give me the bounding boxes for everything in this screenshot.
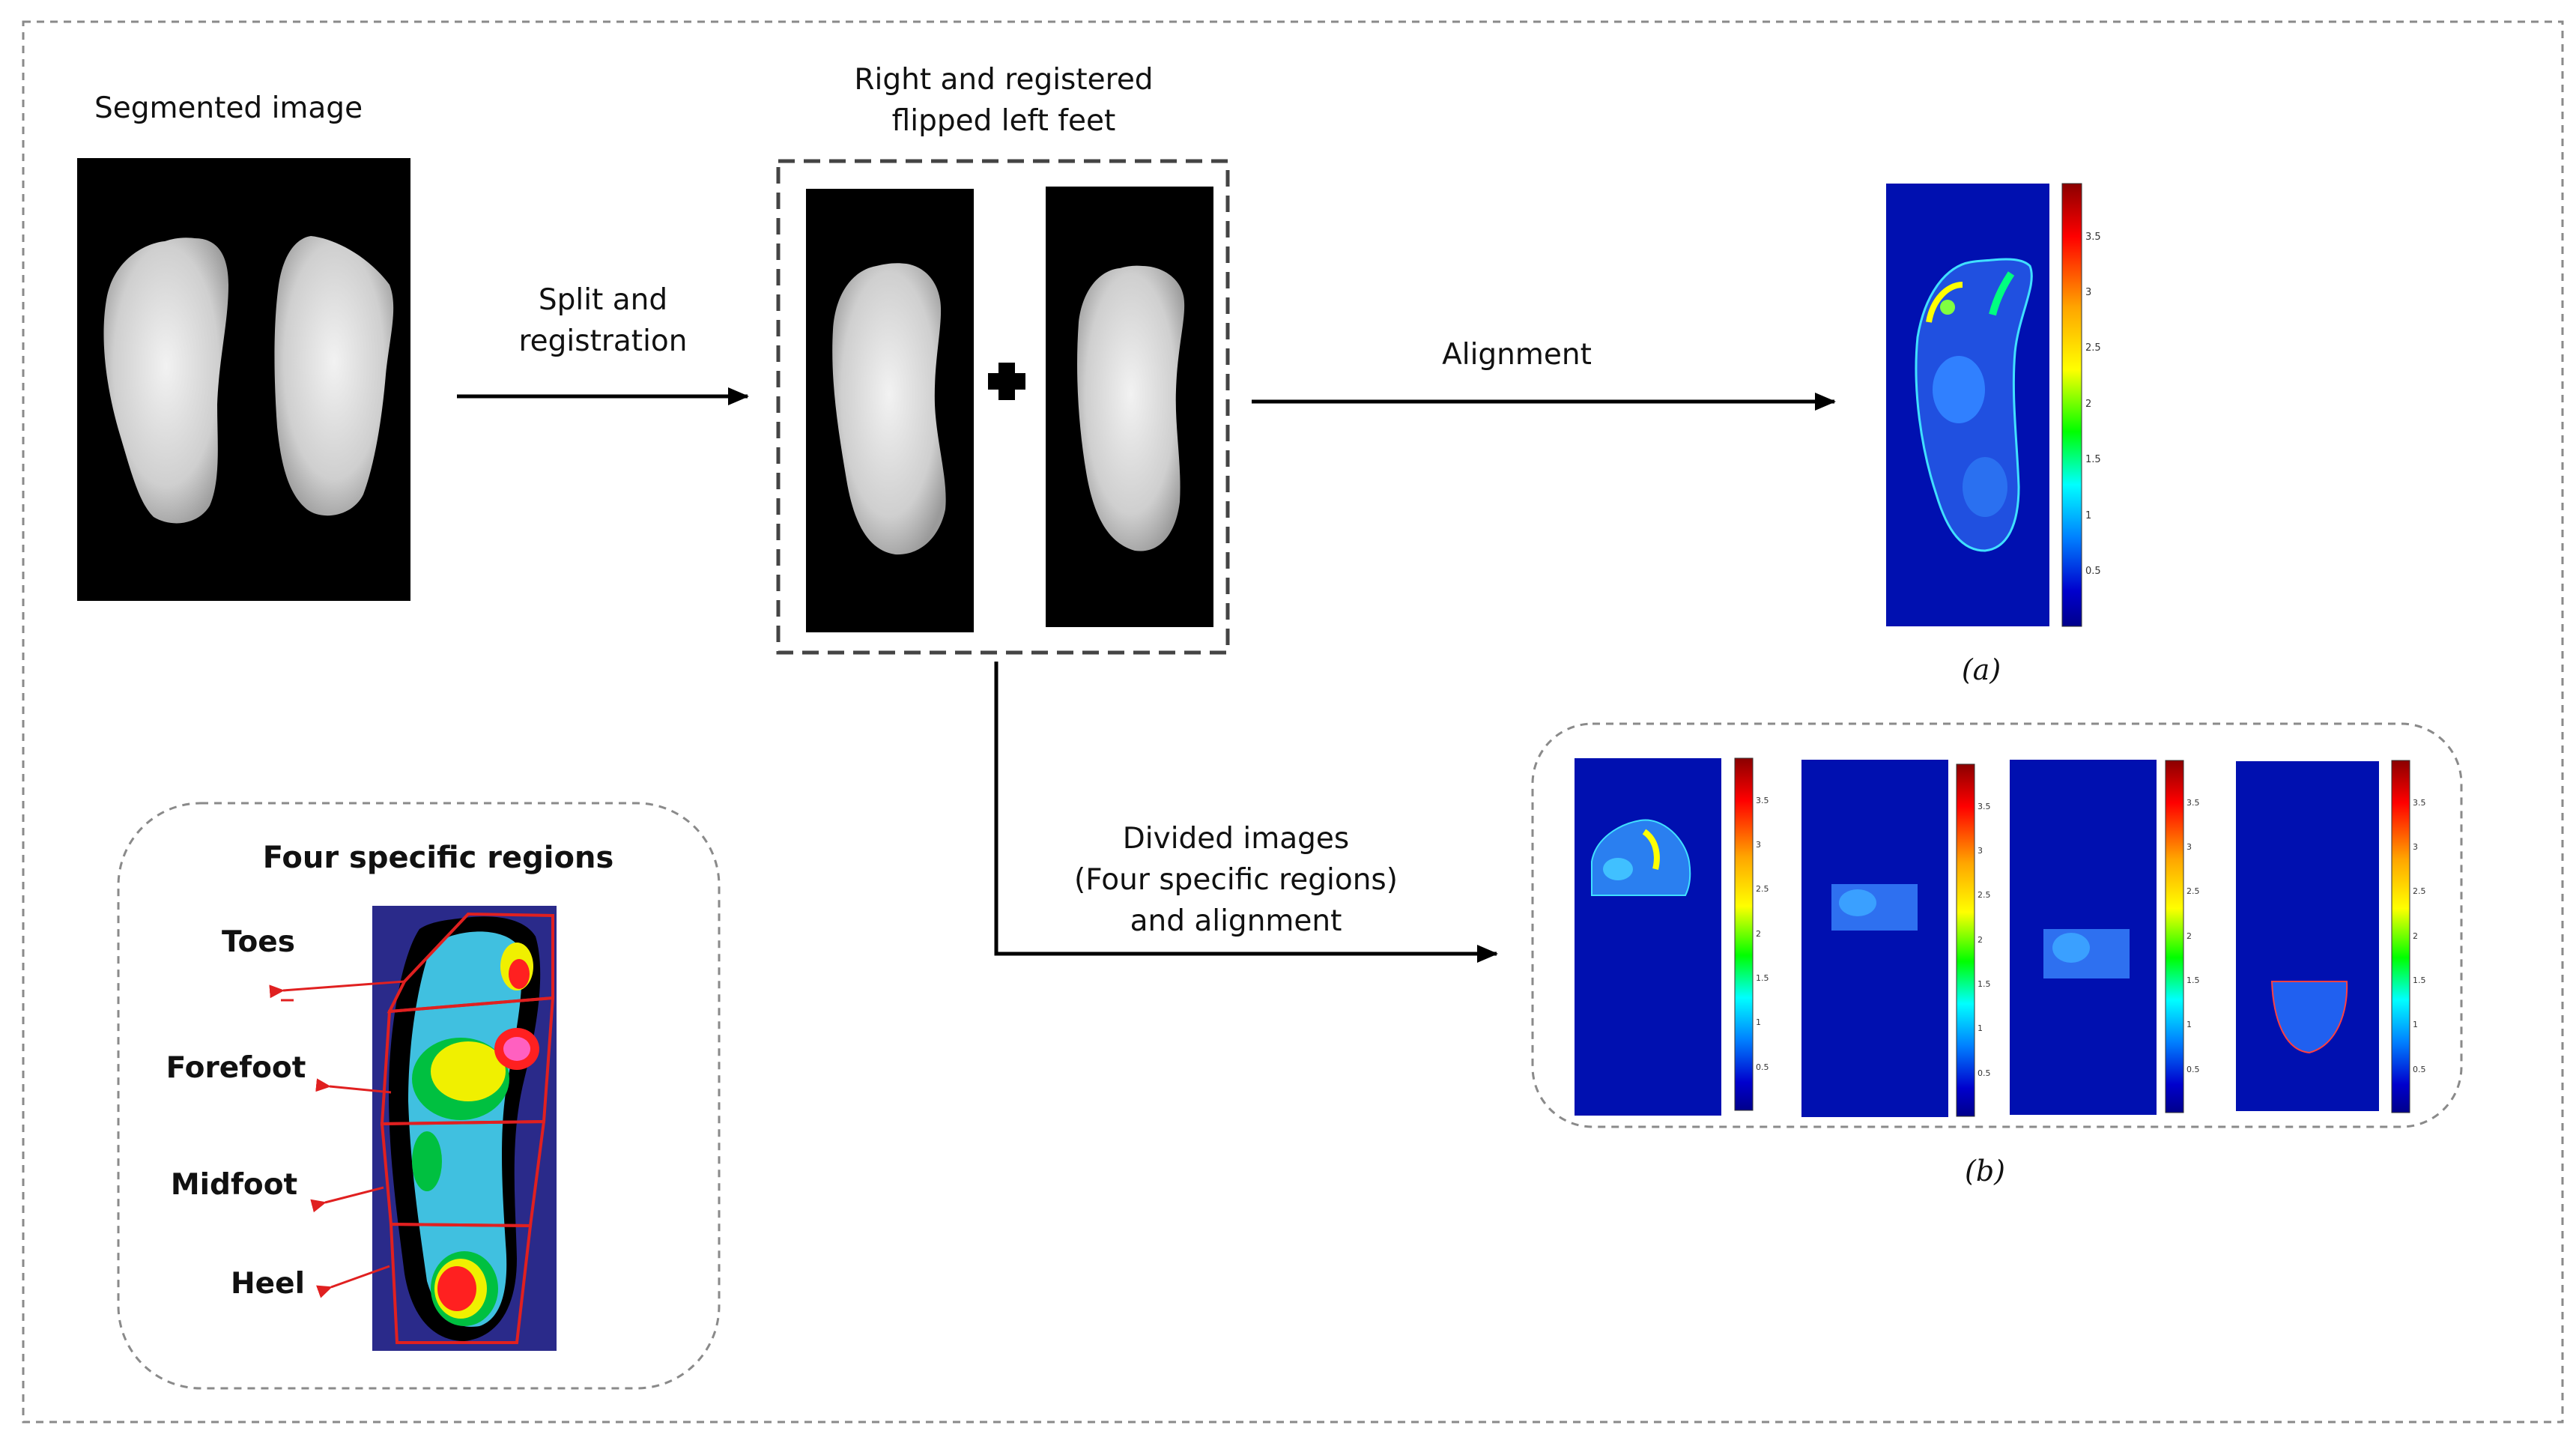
divided-heatmap-forefoot: [1801, 760, 1948, 1117]
tick: 1: [2413, 1020, 2418, 1029]
heel-label: Heel: [231, 1267, 305, 1301]
tick: 1: [1756, 1017, 1761, 1027]
tick: 3: [2186, 842, 2192, 852]
divided-arrow: [994, 662, 1498, 963]
colorbar-b3: [2165, 760, 2184, 1113]
tick: 1: [2186, 1020, 2192, 1029]
tick: 3.5: [2186, 798, 2200, 808]
segmented-right-foot: [274, 236, 394, 516]
split-label-line2: registration: [518, 324, 688, 358]
registered-left-foot: [1077, 265, 1185, 551]
tick: 3.5: [1756, 796, 1769, 805]
tick: 3: [2413, 842, 2418, 852]
tick: 1: [1978, 1023, 1983, 1033]
tick: 2: [1756, 929, 1761, 939]
segmented-left-foot: [103, 238, 228, 524]
panel-a-label: (a): [1961, 653, 2001, 686]
segmented-image-label: Segmented image: [94, 91, 363, 125]
tick-0-5: 0.5: [2085, 566, 2101, 577]
tick-3: 3: [2085, 287, 2092, 298]
divided-heatmap-toes: [1575, 758, 1721, 1116]
tick-2-5: 2.5: [2085, 342, 2101, 354]
colorbar-b2: [1956, 763, 1975, 1117]
tick-1-5: 1.5: [2085, 454, 2101, 465]
tick: 1.5: [2413, 975, 2426, 985]
region-outlines: [380, 912, 555, 1344]
registered-label-line2: flipped left feet: [891, 104, 1116, 138]
midfoot-arrow: [310, 1186, 384, 1213]
tick: 0.5: [1756, 1062, 1769, 1072]
colorbar-a-ticks: 3.5 3 2.5 2 1.5 1 0.5: [2085, 184, 2115, 626]
divided-heatmap-heel: [2236, 761, 2379, 1111]
tick-2: 2: [2085, 399, 2092, 410]
midfoot-label: Midfoot: [170, 1168, 298, 1202]
heel-arrow: [316, 1265, 390, 1298]
tick: 2: [1978, 935, 1983, 945]
heatmap-a-foot: [1915, 258, 2033, 552]
tick: 3: [1756, 840, 1761, 850]
tick: 0.5: [2413, 1065, 2426, 1074]
tick: 2.5: [2186, 886, 2200, 896]
forefoot-label: Forefoot: [166, 1051, 306, 1085]
tick: 2: [2413, 931, 2418, 941]
forefoot-arrow: [315, 1078, 392, 1094]
divided-label-line1: Divided images: [1122, 822, 1350, 856]
toes-label: Toes: [222, 925, 295, 959]
tick: 2.5: [1756, 884, 1769, 894]
panel-b-label: (b): [1965, 1155, 2005, 1188]
tick: 2: [2186, 931, 2192, 941]
tick-3-5: 3.5: [2085, 232, 2101, 243]
outer-frame: [22, 20, 2564, 1424]
tick: 2.5: [1978, 890, 1991, 900]
registered-label-line1: Right and registered: [854, 63, 1154, 97]
colorbar-b4: [2391, 760, 2410, 1113]
tick: 1.5: [1756, 973, 1769, 983]
plantar-foot-map: [389, 916, 541, 1341]
divided-label-line3: and alignment: [1130, 904, 1342, 938]
regions-title: Four specific regions: [262, 841, 614, 875]
tick: 1.5: [1978, 979, 1991, 989]
toes-arrow: [269, 980, 405, 999]
colorbar-a: [2061, 183, 2082, 627]
tick: 3.5: [2413, 798, 2426, 808]
registered-right-foot: [832, 263, 946, 555]
tick-1: 1: [2085, 510, 2092, 521]
registered-feet-box: [776, 159, 1230, 655]
tick: 2.5: [2413, 886, 2426, 896]
tick: 3.5: [1978, 802, 1991, 811]
regions-box: [117, 802, 721, 1390]
tick: 1.5: [2186, 975, 2200, 985]
tick: 0.5: [1978, 1068, 1991, 1078]
tick: 0.5: [2186, 1065, 2200, 1074]
divided-label-line2: (Four specific regions): [1074, 863, 1398, 897]
divided-images-box: [1531, 722, 2463, 1128]
plus-icon: [988, 363, 1025, 400]
split-label-line1: Split and: [538, 283, 668, 317]
colorbar-b1: [1734, 757, 1754, 1111]
alignment-label: Alignment: [1442, 338, 1592, 372]
tick: 3: [1978, 846, 1983, 856]
